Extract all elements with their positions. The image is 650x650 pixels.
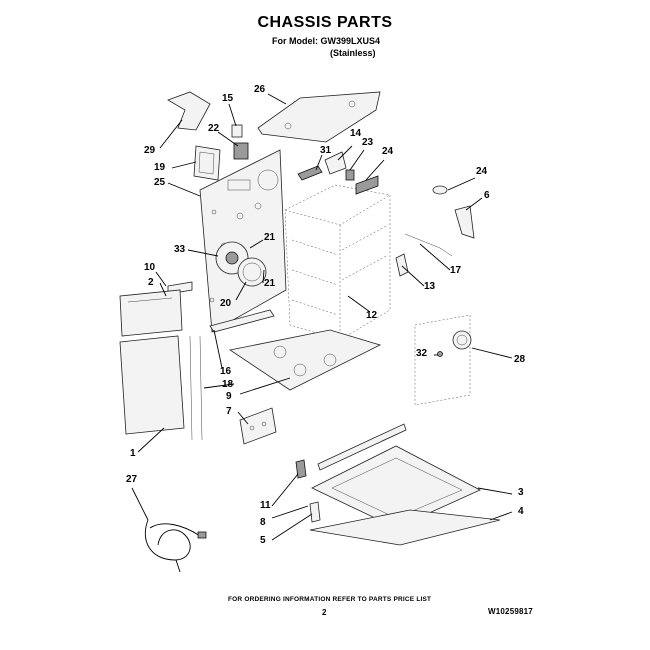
part-15-clip [231,124,243,138]
callout-29: 27 [126,474,138,485]
part-26-side-panel [199,149,287,333]
callout-9: 9 [226,391,232,402]
callout-28: 28 [514,354,526,365]
callout-20: 20 [220,298,232,309]
callout-18: 18 [222,379,234,390]
part-3-drawer [311,445,481,529]
callout-24: 22 [208,123,220,134]
callout-1: 1 [130,448,136,459]
callout-10: 10 [144,262,156,273]
part-20-convection-element [237,257,267,287]
part-1-door-panel [119,335,185,435]
callout-7: 7 [226,406,232,417]
part-17-wire [404,233,453,257]
callout-4: 4 [518,506,524,517]
callout-12: 12 [366,310,378,321]
rail-strip [317,423,407,471]
part-7-bracket [239,407,277,445]
callout-15: 15 [222,93,234,104]
part-31-bracket [297,165,323,181]
part-4-drawer-panel [309,509,501,546]
oven-cavity [284,184,391,341]
callout-19: 19 [154,162,166,173]
part-27-top-panel [257,91,381,143]
callout-8: 8 [260,517,266,528]
part-16-rail [209,309,275,333]
callout-21-lower: 21 [264,278,276,289]
callout-27: 26 [254,84,266,95]
callout-26: 25 [154,177,166,188]
callout-3: 3 [518,487,524,498]
callout-17: 17 [450,265,462,276]
part-24-block [233,142,249,160]
callout-31: 31 [320,145,332,156]
callout-22: 23 [362,137,374,148]
callout-2: 2 [148,277,154,288]
part-28-knob-panel [414,314,472,406]
callout-16: 16 [220,366,232,377]
callout-5: 5 [260,535,266,546]
callout-30: 29 [144,145,156,156]
finish-line: (Stainless) [330,48,376,58]
document-number: W10259817 [488,607,533,616]
part-2-door-inner [119,289,183,337]
part-6-hinge [454,205,475,239]
part-5-leg [309,501,321,523]
callout-21-upper: 21 [264,232,276,243]
part-13-latch [395,253,409,277]
callout-13: 13 [424,281,436,292]
callout-32: 32 [416,348,428,359]
callout-33: 33 [174,244,186,255]
part-25-box [355,175,379,195]
ordering-note: FOR ORDERING INFORMATION REFER TO PARTS … [228,596,432,603]
model-line: For Model: GW399LXUS4 [272,36,381,46]
side-strip [189,335,203,441]
part-23-grommet [432,185,448,195]
page-title: CHASSIS PARTS [257,14,393,31]
part-29-power-cord [144,519,207,573]
callout-23: 24 [476,166,488,177]
leader-lines [131,93,513,541]
part-11-leveling-leg [295,459,307,479]
callout-6: 6 [484,190,490,201]
part-22-screw [345,169,355,181]
part-30-bracket [167,91,211,131]
callout-11: 11 [260,500,271,511]
callout-14: 14 [350,128,362,139]
callout-25: 24 [382,146,394,157]
page-number: 2 [322,608,327,617]
part-19-frame [193,145,221,181]
part-9-bottom-tray [228,329,382,391]
